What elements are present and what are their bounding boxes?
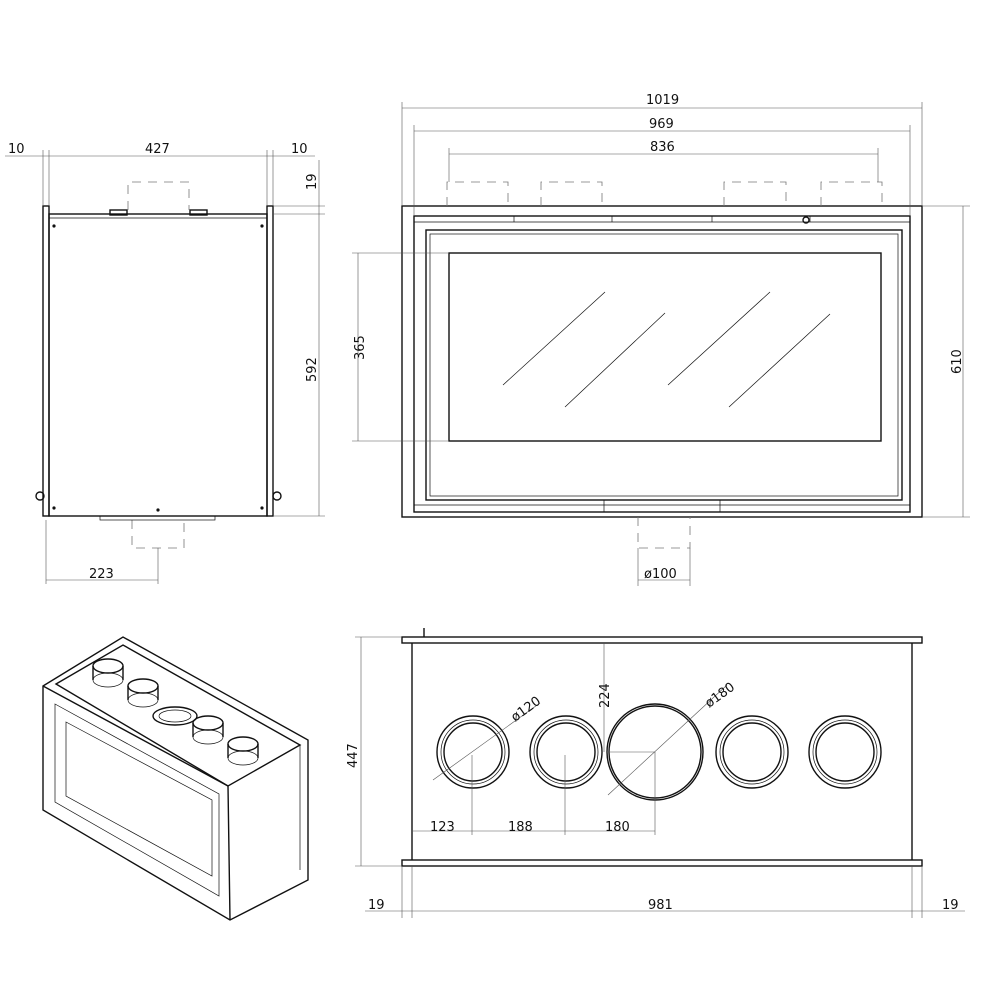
dim-top-center-spacing: 180 <box>605 820 630 835</box>
dim-top-spacing: 188 <box>508 820 533 835</box>
collar-holes <box>436 703 882 801</box>
dim-side-outlet-offset: 223 <box>89 567 114 582</box>
dim-top-right-flange: 19 <box>942 898 959 913</box>
top-view: ø120 ø180 224 123 188 180 447 19 981 19 <box>346 628 965 918</box>
dim-side-width: 427 <box>145 142 170 157</box>
dim-front-overall-width: 1019 <box>646 93 679 108</box>
dim-top-large-diameter: ø180 <box>703 680 738 711</box>
dim-side-height: 592 <box>305 357 320 382</box>
dim-front-body-width: 969 <box>649 117 674 132</box>
dim-front-height: 610 <box>950 349 965 374</box>
dim-top-depth: 447 <box>346 743 361 768</box>
side-view: 10 427 10 19 592 223 <box>5 142 325 584</box>
dim-top-center-depth: 224 <box>598 683 613 708</box>
dim-front-outlet-span: 836 <box>650 140 675 155</box>
iso-collars <box>92 658 259 766</box>
dim-top-first-offset: 123 <box>430 820 455 835</box>
dim-side-right-flange: 10 <box>291 142 308 157</box>
dim-top-small-diameter: ø120 <box>509 694 544 725</box>
dim-front-glass-height: 365 <box>353 335 368 360</box>
dim-front-inlet-diameter: ø100 <box>644 567 677 582</box>
dim-top-left-flange: 19 <box>368 898 385 913</box>
dim-side-left-flange: 10 <box>8 142 25 157</box>
isometric-view <box>42 636 309 921</box>
dim-side-top: 19 <box>305 173 320 190</box>
front-view: 1019 969 836 365 610 ø100 <box>352 93 970 586</box>
dim-top-width: 981 <box>648 898 673 913</box>
